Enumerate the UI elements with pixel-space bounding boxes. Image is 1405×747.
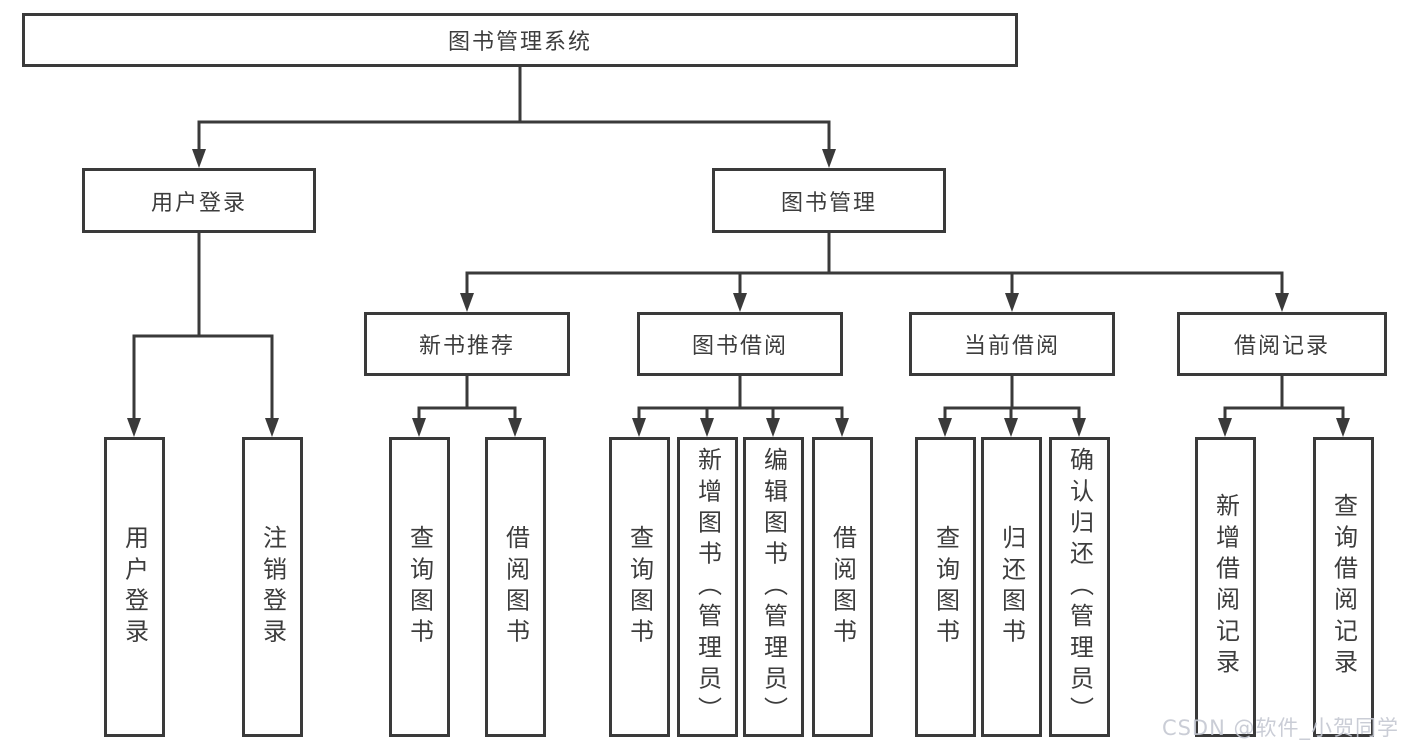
csdn-watermark: CSDN @软件_小贺同学 [1161, 716, 1399, 740]
node-book-borrowing: 图书借阅 [637, 312, 843, 376]
leaf-logout: 注销登录 [242, 437, 303, 737]
leaf-borrow-books-recommend: 借阅图书 [485, 437, 546, 737]
leaf-query-books-borrowing: 查询图书 [609, 437, 670, 737]
leaf-query-borrow-record: 查询借阅记录 [1313, 437, 1374, 737]
leaf-query-books-current: 查询图书 [915, 437, 976, 737]
leaf-confirm-return-admin: 确认归还（管理员） [1049, 437, 1110, 737]
leaf-borrow-books: 借阅图书 [812, 437, 873, 737]
leaf-add-borrow-record: 新增借阅记录 [1195, 437, 1256, 737]
leaf-add-books-admin: 新增图书（管理员） [677, 437, 738, 737]
leaf-return-books: 归还图书 [981, 437, 1042, 737]
node-book-management: 图书管理 [712, 168, 946, 233]
node-library-management-system: 图书管理系统 [22, 13, 1018, 67]
node-user-login: 用户登录 [82, 168, 316, 233]
node-new-book-recommendation: 新书推荐 [364, 312, 570, 376]
node-borrowing-records: 借阅记录 [1177, 312, 1387, 376]
leaf-query-books-recommend: 查询图书 [389, 437, 450, 737]
leaf-edit-books-admin: 编辑图书（管理员） [743, 437, 804, 737]
node-current-borrowing: 当前借阅 [909, 312, 1115, 376]
leaf-user-login: 用户登录 [104, 437, 165, 737]
